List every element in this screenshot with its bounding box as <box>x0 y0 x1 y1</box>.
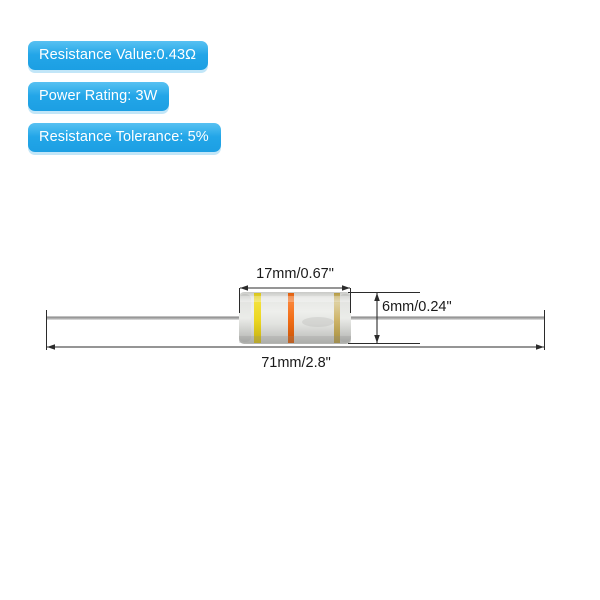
resistor-end-cap-right <box>339 294 351 342</box>
lead-right <box>350 316 545 320</box>
badge-row-resistance-tolerance: Resistance Tolerance: 5% <box>28 123 328 164</box>
dimension-body-diameter: 6mm/0.24" <box>348 292 452 344</box>
resistor-body <box>239 292 351 344</box>
dimension-body-length: 17mm/0.67" <box>239 266 351 313</box>
lead-left <box>46 316 240 320</box>
dimension-label-body-length: 17mm/0.67" <box>256 266 334 282</box>
dimension-label-body-diameter: 6mm/0.24" <box>382 299 452 315</box>
spec-badge-label: Resistance Value:0.43Ω <box>39 47 197 63</box>
color-band-3-gold <box>334 293 340 343</box>
spec-badge-resistance-value: Resistance Value:0.43Ω <box>28 41 209 70</box>
spec-badge-power-rating: Power Rating: 3W <box>28 82 170 111</box>
badge-row-resistance-value: Resistance Value:0.43Ω <box>28 41 328 82</box>
resistor-component <box>46 292 545 344</box>
spec-badge-list: Resistance Value:0.43Ω Power Rating: 3W … <box>28 41 328 164</box>
spec-badge-label: Resistance Tolerance: 5% <box>39 129 209 145</box>
resistor-end-cap-left <box>239 294 251 342</box>
color-band-2-orange <box>288 293 294 343</box>
body-highlight <box>239 296 351 302</box>
body-speckle <box>302 317 334 327</box>
spec-badge-label: Power Rating: 3W <box>39 88 158 104</box>
body-shadow <box>239 336 351 343</box>
badge-row-power-rating: Power Rating: 3W <box>28 82 328 123</box>
dimension-overall-length: 71mm/2.8" <box>46 310 545 371</box>
color-band-1-yellow <box>254 293 261 343</box>
dimension-label-overall-length: 71mm/2.8" <box>261 355 331 371</box>
spec-badge-resistance-tolerance: Resistance Tolerance: 5% <box>28 123 221 152</box>
